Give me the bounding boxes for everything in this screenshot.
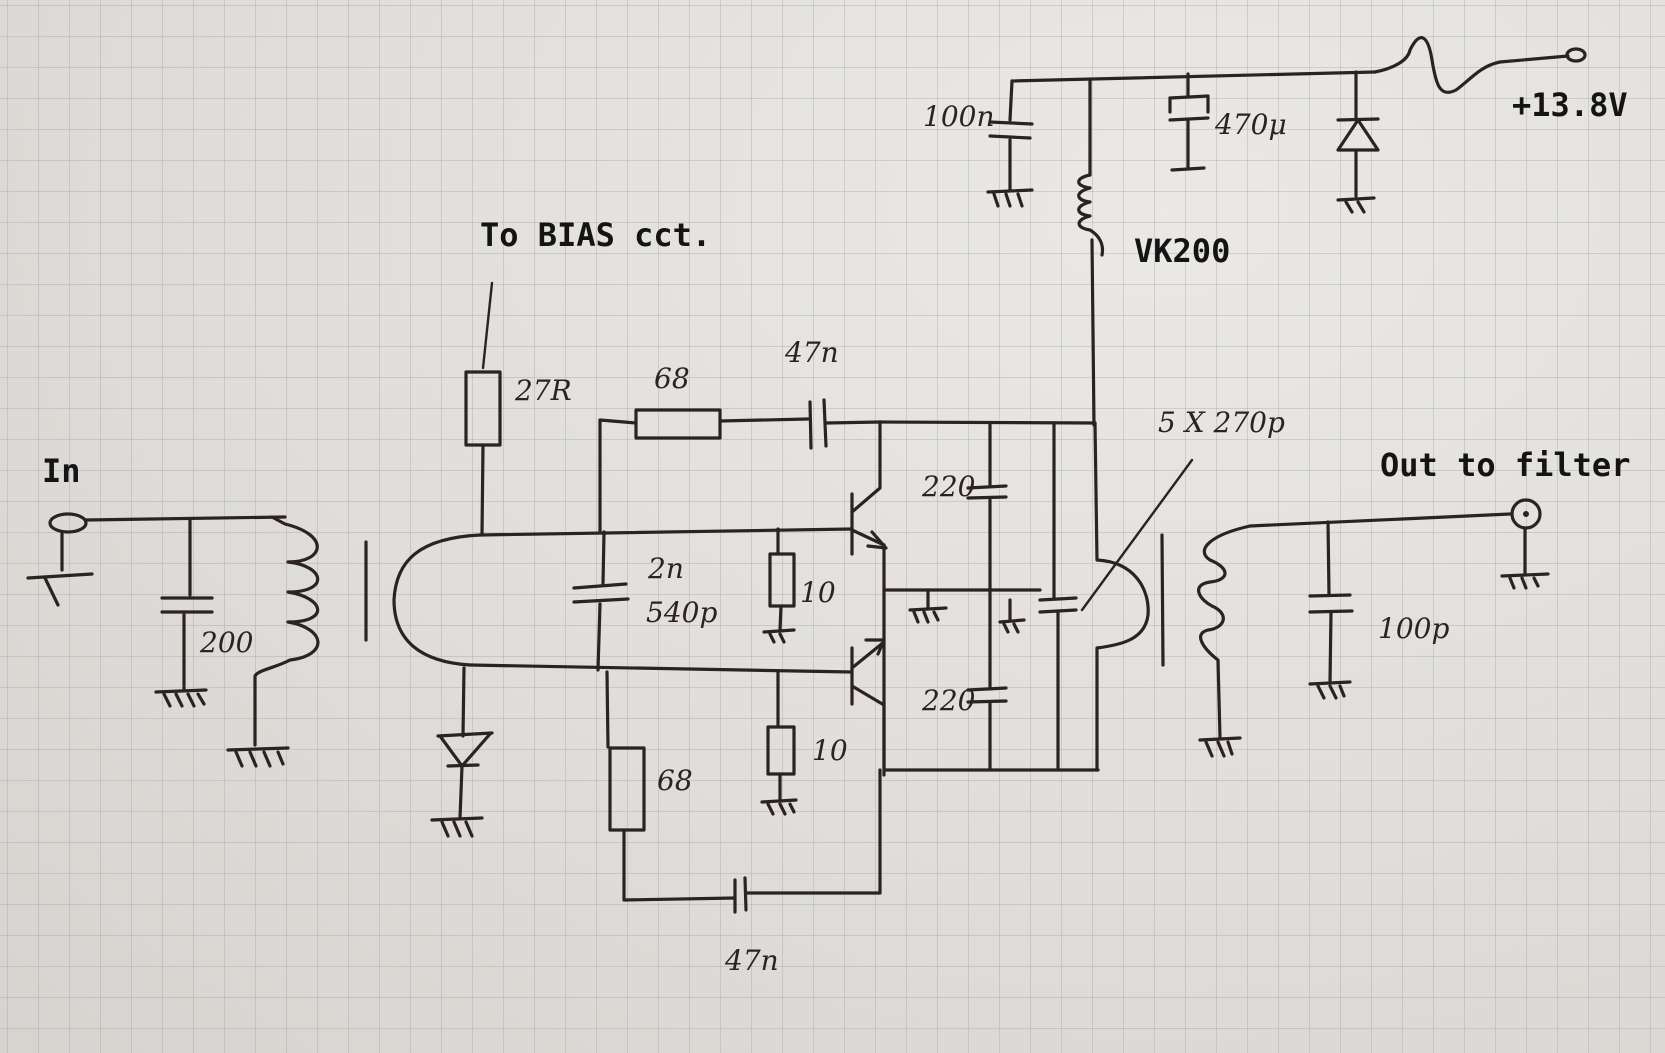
top-base-line [478,527,854,537]
emitter-resistor-top-value: 10 [800,576,836,609]
output-capacitor [1308,520,1354,700]
output-capacitor-bank-value: 5 X 270p [1158,406,1285,439]
top-feedback-resistor-value: 68 [654,362,690,395]
input-label: In [42,452,81,490]
emitter-ground [882,588,1042,624]
tuning-capacitor-bottom [966,598,1008,772]
output-label: Out to filter [1380,446,1630,484]
input-capacitor [160,518,214,692]
input-connector [26,512,94,607]
input-line [84,515,287,522]
supply-capacitor-470u [1168,72,1210,172]
top-feedback-network [598,398,882,534]
output-inductor [1197,524,1252,740]
top-transistor [850,420,888,777]
input-capacitor-value: 200 [199,626,253,659]
choke-label: VK200 [1134,232,1230,270]
supply-capacitor-470u-value: 470μ [1214,108,1287,141]
collector-bus-top [878,420,1097,425]
supply-rail [1010,70,1377,83]
base-capacitor-value-1: 2n [647,552,684,585]
ground-symbol [226,746,290,768]
bias-circuit-label: To BIAS cct. [480,216,711,254]
base-capacitor-value-2: 540p [646,596,717,629]
output-capacitor-value: 100p [1378,612,1449,645]
bias-lead [481,281,494,370]
base-capacitor [572,530,630,672]
tuning-capacitor-bottom-value: 220 [921,684,975,717]
bias-resistor [464,370,502,447]
output-connector [1500,498,1550,590]
supply-voltage-label: +13.8V [1512,86,1628,124]
tuning-capacitor-top [966,421,1008,602]
bottom-feedback-resistor-value: 68 [657,764,693,797]
ground-symbol [1198,736,1242,758]
bottom-feedback-capacitor-value: 47n [724,944,779,977]
output-capacitor-bank [1038,421,1078,772]
capacitor-bank-pointer [1080,458,1194,612]
ground-symbol [154,688,208,708]
supply-capacitor-100n [986,79,1034,208]
top-feedback-capacitor-value: 47n [784,336,839,369]
output-transformer-primary [1093,421,1150,772]
output-line [1248,512,1512,528]
supply-input-lead [1373,36,1587,94]
supply-protection-diode [1336,70,1380,214]
choke-vk200 [1077,77,1105,427]
output-transformer-core [1160,533,1165,667]
tuning-capacitor-top-value: 220 [921,470,975,503]
tuning-ground [998,598,1026,634]
bottom-transistor [850,638,886,770]
bottom-base-line [468,663,854,674]
bottom-feedback-network [605,670,882,914]
input-inductor [253,515,320,747]
bias-resistor-value: 27R [514,374,572,407]
emitter-resistor-bottom-value: 10 [812,734,848,767]
emitter-resistor-top [762,527,796,644]
bias-diode [430,666,494,838]
supply-capacitor-100n-value: 100n [923,100,994,133]
emitter-resistor-bottom [760,670,798,816]
input-transformer-secondary [392,533,482,667]
